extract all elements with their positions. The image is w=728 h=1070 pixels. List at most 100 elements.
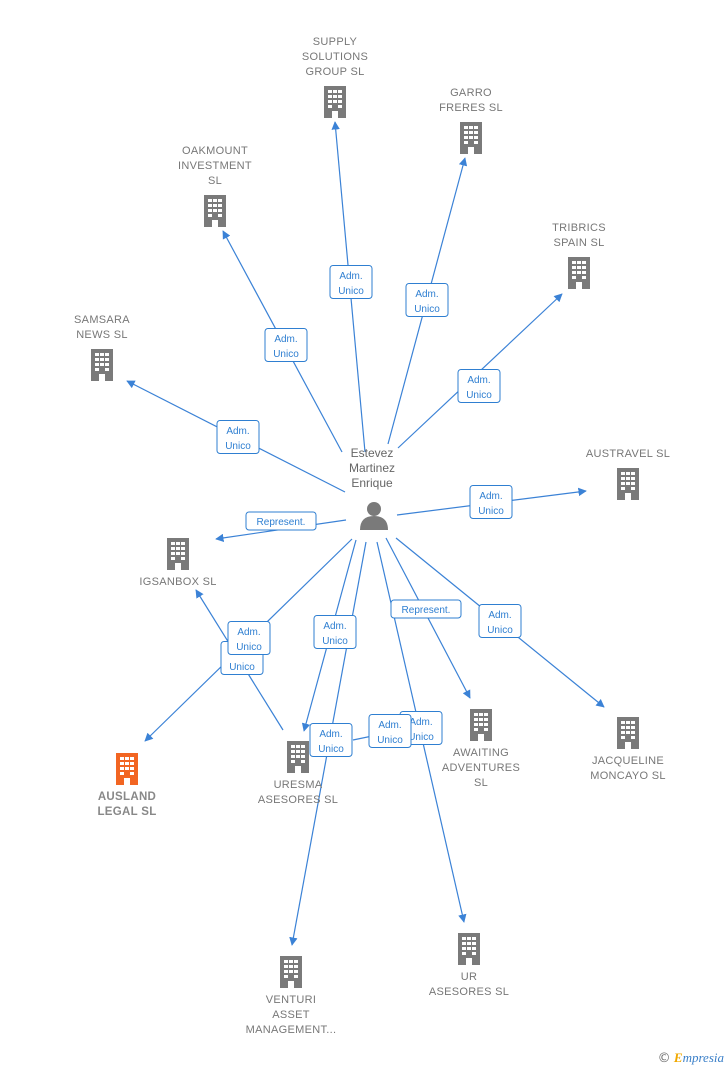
role-badge-text: Unico (225, 441, 251, 452)
building-icon (116, 753, 138, 785)
company-node-oakmount[interactable]: OAKMOUNT INVESTMENT SL (178, 145, 252, 227)
role-badge[interactable]: Adm.Unico (329, 265, 373, 299)
building-icon (617, 468, 639, 500)
company-label: NEWS SL (76, 329, 128, 341)
role-badge-text: Represent. (402, 605, 451, 616)
building-icon (470, 709, 492, 741)
role-badge-text: Adm. (378, 720, 401, 731)
company-label: ASSET (272, 1009, 310, 1021)
company-label: VENTURI (266, 994, 316, 1006)
role-badge-box (245, 511, 317, 531)
role-badge-box (329, 265, 373, 299)
building-icon (287, 741, 309, 773)
company-node-austravel[interactable]: AUSTRAVEL SL (586, 448, 670, 500)
company-node-awaiting[interactable]: AWAITING ADVENTURES SL (442, 709, 520, 789)
role-badge-text: Unico (322, 636, 348, 647)
role-badge-text: Adm. (339, 271, 362, 282)
role-badge-box (216, 420, 260, 454)
company-node-garro[interactable]: GARRO FRERES SL (439, 87, 503, 154)
company-node-samsara[interactable]: SAMSARA NEWS SL (74, 314, 130, 381)
role-badge-box (368, 714, 412, 748)
role-badge-text: Unico (273, 349, 299, 360)
company-node-igsanbox[interactable]: IGSANBOX SL (139, 538, 216, 588)
footer-credit: © Empresia (658, 1050, 724, 1066)
copyright-icon: © (657, 1051, 671, 1066)
person-icon (360, 502, 388, 530)
company-label: GARRO (450, 87, 492, 99)
company-label: SL (208, 175, 222, 187)
role-badge[interactable]: Adm.Unico (469, 485, 513, 519)
role-badge-text: Unico (466, 390, 492, 401)
company-label: MANAGEMENT... (246, 1024, 337, 1036)
person-name-label: Estevez (351, 446, 394, 460)
company-label: OAKMOUNT (182, 145, 248, 157)
role-badge-text: Adm. (323, 621, 346, 632)
role-badge[interactable]: Adm. Unico (309, 723, 353, 757)
company-label: AWAITING (453, 747, 509, 759)
company-label: SPAIN SL (553, 237, 604, 249)
company-label: INVESTMENT (178, 160, 252, 172)
role-badge-text: Unico (408, 732, 434, 743)
role-badge-text: Represent. (257, 517, 306, 528)
building-icon (458, 933, 480, 965)
role-badge-box (405, 283, 449, 317)
building-icon (91, 349, 113, 381)
role-badge-text: Unico (318, 744, 344, 755)
company-label: AUSLAND (98, 791, 156, 803)
company-label: ASESORES SL (429, 986, 509, 998)
company-node-tribrics[interactable]: TRIBRICS SPAIN SL (552, 222, 606, 289)
company-label: FRERES SL (439, 102, 503, 114)
role-badge-text: Unico (414, 304, 440, 315)
role-badge[interactable]: Adm. Unico (478, 604, 522, 638)
role-badge[interactable]: Represent. (390, 599, 462, 619)
role-badge-text: Unico (236, 642, 262, 653)
role-badge-box (227, 621, 271, 655)
role-badge[interactable]: Adm.Unico (457, 369, 501, 403)
building-icon (568, 257, 590, 289)
company-label: GROUP SL (305, 66, 364, 78)
company-node-ausland[interactable]: AUSLAND LEGAL SL (97, 753, 156, 818)
role-badge-box (313, 615, 357, 649)
role-badge-box (309, 723, 353, 757)
brand-logo-name: mpresia (682, 1050, 724, 1065)
role-badge-text: Adm. (409, 717, 432, 728)
role-badge[interactable]: Adm.Unico (227, 621, 271, 655)
role-badge[interactable]: Adm.Unico (368, 714, 412, 748)
company-label: SL (474, 777, 488, 789)
building-icon (617, 717, 639, 749)
role-badge-text: Unico (487, 625, 513, 636)
company-label: IGSANBOX SL (139, 576, 216, 588)
building-icon (460, 122, 482, 154)
role-badge[interactable]: Adm. Unico (264, 328, 308, 362)
building-icon (167, 538, 189, 570)
company-label: URESMA (274, 779, 323, 791)
company-label: SUPPLY (313, 36, 358, 48)
role-badge-text: Adm. (415, 289, 438, 300)
company-label: SAMSARA (74, 314, 130, 326)
role-badge[interactable]: Adm.Unico (216, 420, 260, 454)
role-badge[interactable]: Adm. Unico (313, 615, 357, 649)
role-badge-box (457, 369, 501, 403)
company-label: SOLUTIONS (302, 51, 368, 63)
company-label: TRIBRICS (552, 222, 606, 234)
role-badge-text: Adm. (319, 729, 342, 740)
company-node-venturi[interactable]: VENTURI ASSET MANAGEMENT... (246, 956, 337, 1036)
role-badge[interactable]: Represent. (245, 511, 317, 531)
company-label: ADVENTURES (442, 762, 520, 774)
company-label: LEGAL SL (97, 806, 156, 818)
building-icon (204, 195, 226, 227)
role-badge-box (478, 604, 522, 638)
role-badge-box (390, 599, 462, 619)
role-badge-text: Unico (478, 506, 504, 517)
role-badge-text: Adm. (274, 334, 297, 345)
role-badge-text: Adm. (488, 610, 511, 621)
person-name-label: Enrique (351, 476, 393, 490)
building-icon (280, 956, 302, 988)
role-badge[interactable]: Adm. Unico (405, 283, 449, 317)
company-node-supply[interactable]: SUPPLY SOLUTIONS GROUP SL (302, 36, 368, 118)
